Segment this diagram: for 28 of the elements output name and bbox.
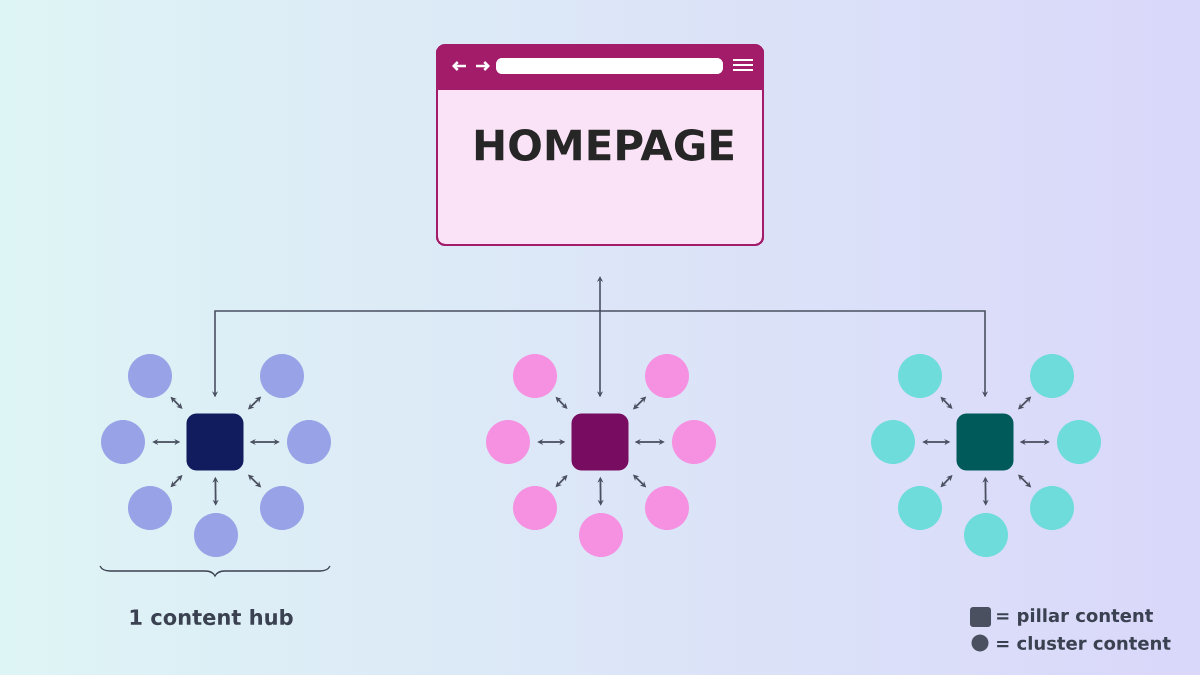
cluster-circle <box>898 486 942 530</box>
pillar-square <box>571 413 629 471</box>
cluster-circle <box>260 354 304 398</box>
cluster-circle <box>486 420 530 464</box>
cluster-circle <box>672 420 716 464</box>
legend-text: = cluster content <box>997 636 1171 650</box>
cluster-circle <box>1030 486 1074 530</box>
cluster-circle <box>898 354 942 398</box>
cluster-circle <box>194 513 238 557</box>
pillar-square <box>186 413 244 471</box>
legend-text: = pillar content <box>997 608 1153 626</box>
cluster-circle <box>128 486 172 530</box>
hub-label: 1 content hub <box>130 608 293 626</box>
browser-window-drawing: HOMEPAGE <box>436 44 764 246</box>
cluster-circle <box>513 486 557 530</box>
cluster-circle <box>1057 420 1101 464</box>
cluster-circle <box>513 354 557 398</box>
cluster-circle <box>101 420 145 464</box>
cluster-circle <box>1030 354 1074 398</box>
pillar-square <box>956 413 1014 471</box>
cluster-circle <box>287 420 331 464</box>
cluster-circle <box>645 486 689 530</box>
cluster-circle <box>871 420 915 464</box>
cluster-circle <box>260 486 304 530</box>
cluster-circle <box>128 354 172 398</box>
cluster-circle <box>579 513 623 557</box>
cluster-circle <box>964 513 1008 557</box>
cluster-circle <box>645 354 689 398</box>
